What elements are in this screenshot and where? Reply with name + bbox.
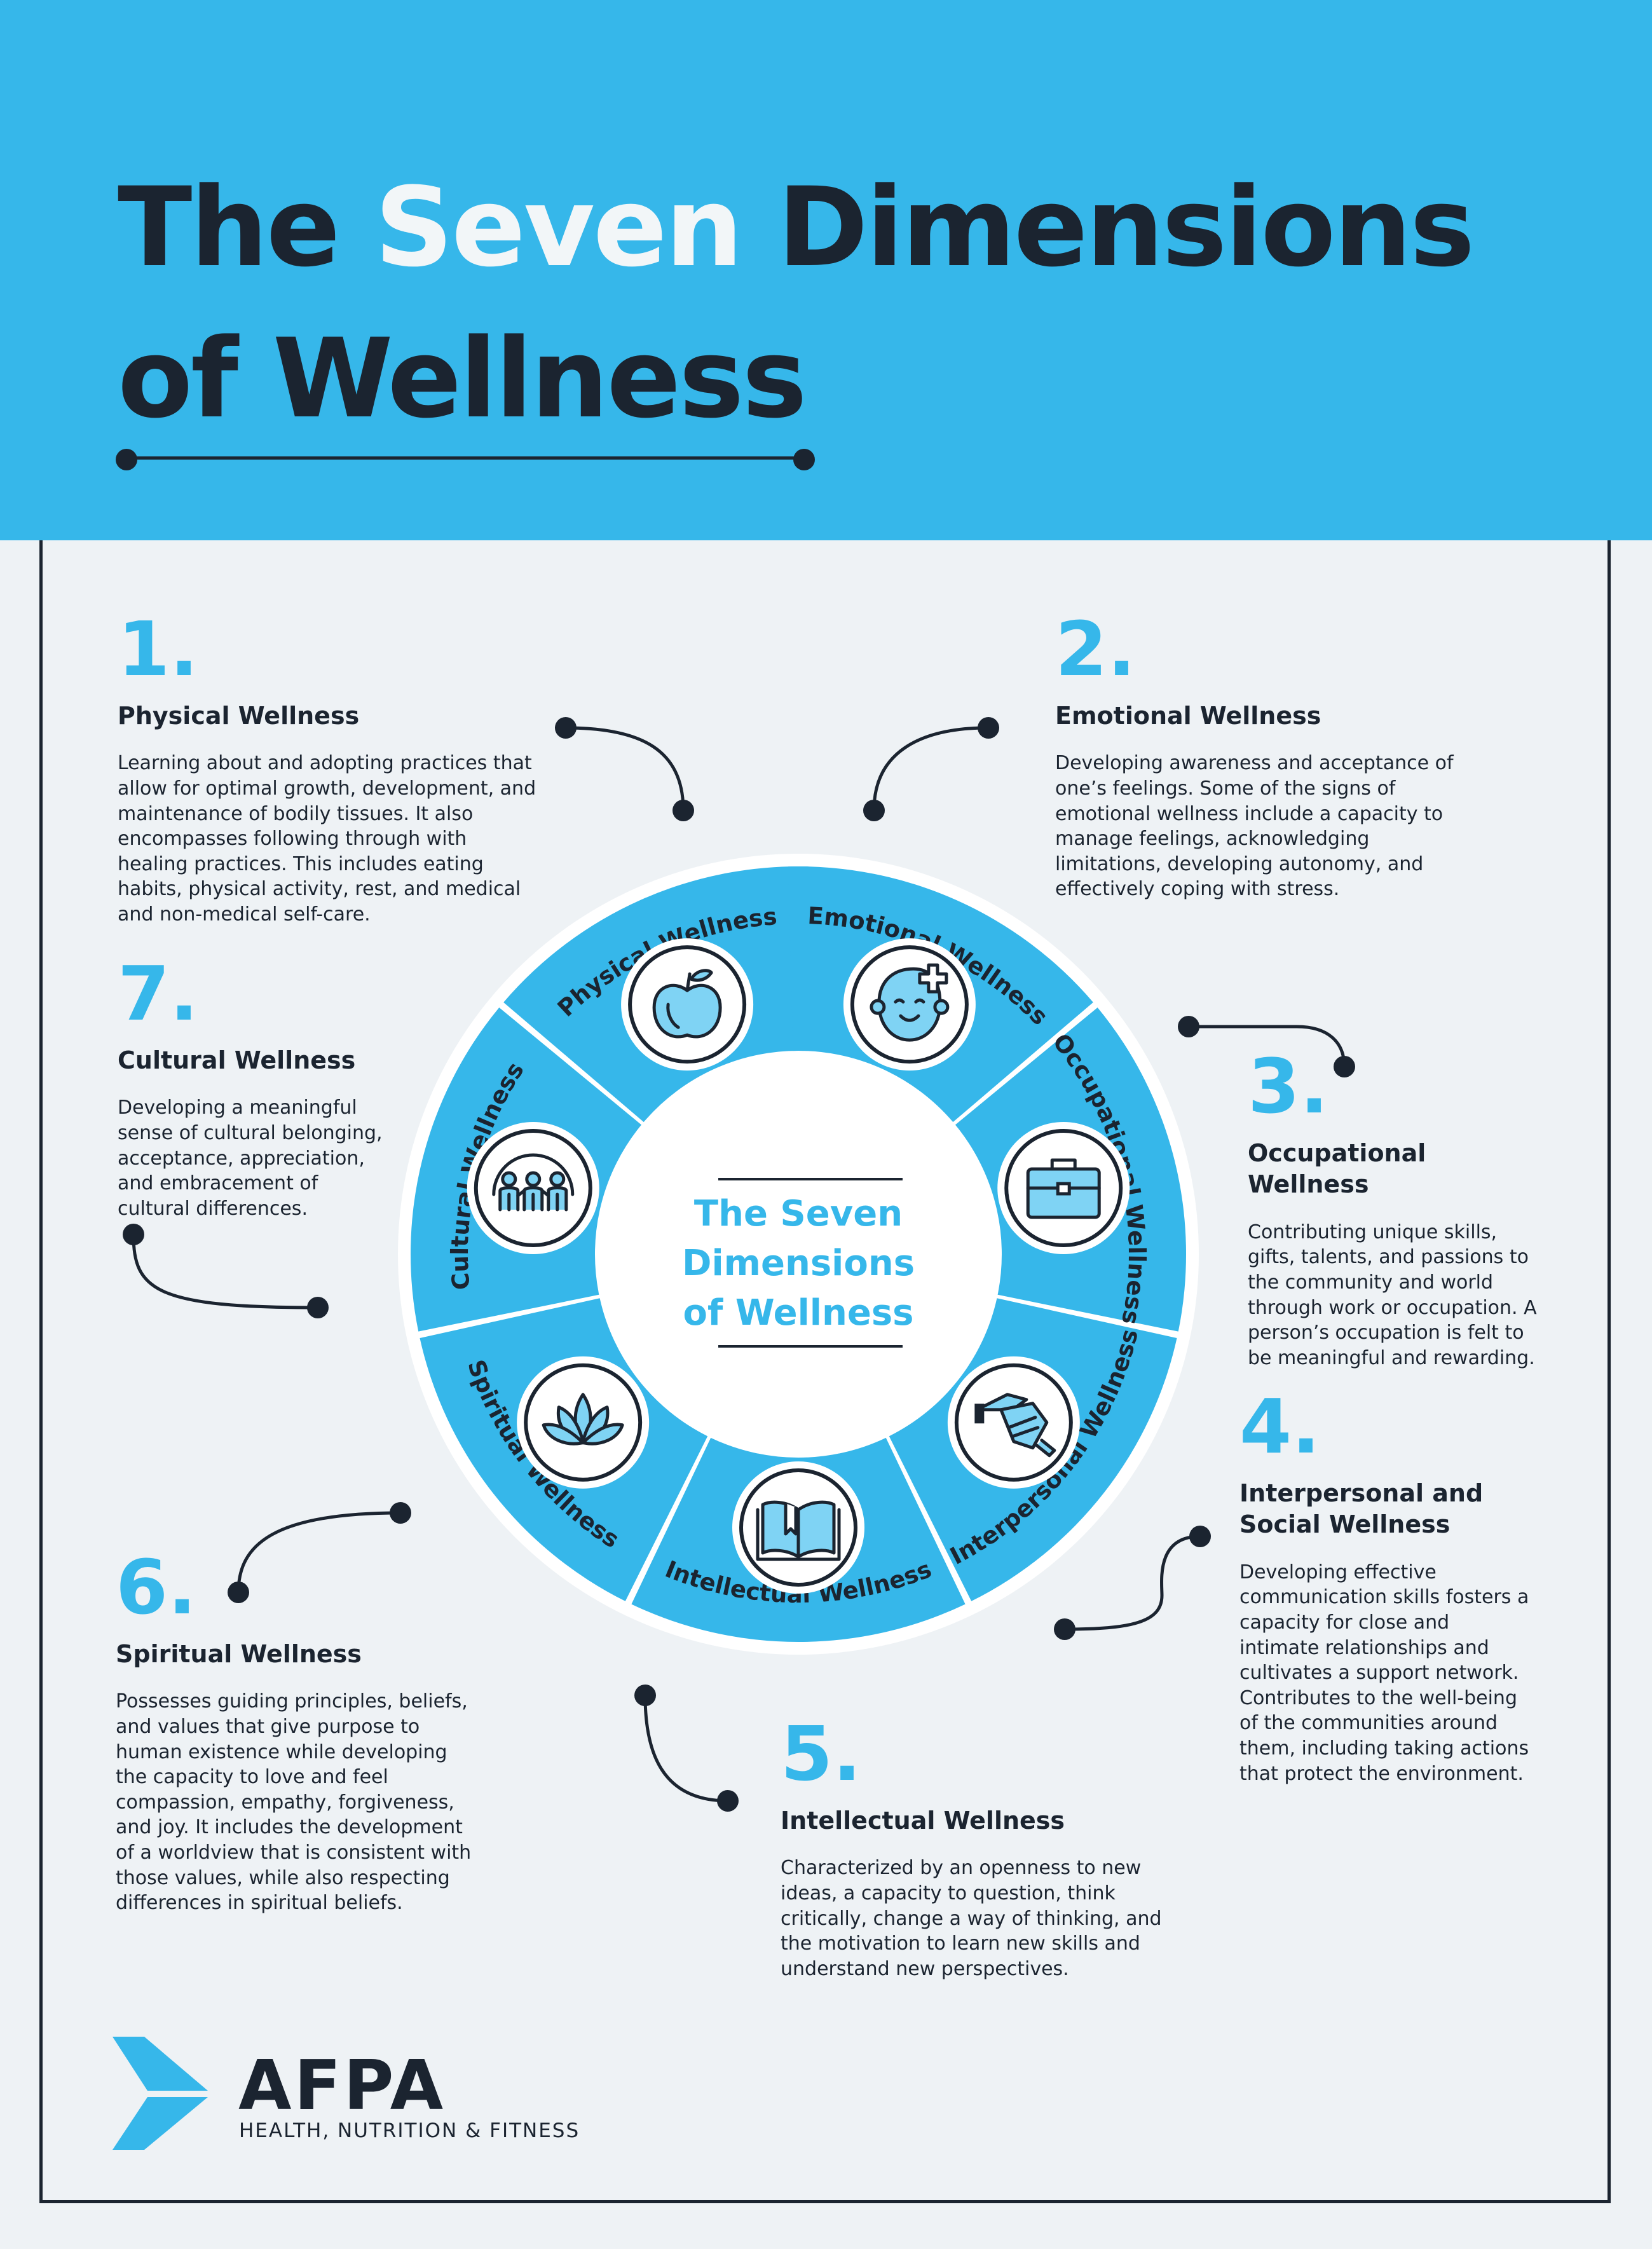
dimension-number: 4. (1239, 1383, 1320, 1470)
dimension-1: 1. Physical Wellness Learning about and … (118, 612, 537, 927)
center-title-line-3: of Wellness (683, 1292, 914, 1334)
dimension-7: 7. Cultural Wellness Developing a meanin… (118, 956, 391, 1221)
open-book-icon (732, 1461, 864, 1594)
page-title: The Seven Dimensions (118, 163, 1475, 291)
dimension-title-line-1: Interpersonal and (1239, 1479, 1484, 1507)
dimension-number: 6. (116, 1543, 196, 1631)
dimension-number: 1. (118, 605, 198, 693)
title-underline (126, 456, 805, 460)
smiling-baby-face-icon (843, 938, 976, 1071)
dimension-title-line-2: Social Wellness (1239, 1510, 1451, 1539)
center-title-line-1: The Seven (694, 1193, 903, 1234)
dimension-description: Learning about and adopting practices th… (118, 752, 536, 926)
dimension-2: 2. Emotional Wellness Developing awarene… (1055, 612, 1475, 902)
dimension-number: 5. (781, 1710, 861, 1798)
brand-name: AFPA (238, 2046, 446, 2126)
connector-dot (634, 1685, 656, 1706)
dimension-description: Developing awareness and acceptance of o… (1055, 752, 1454, 901)
dimension-description: Possesses guiding principles, beliefs, a… (116, 1690, 472, 1915)
connector-dot (390, 1502, 411, 1524)
dimension-title: Occupational Wellness (1248, 1139, 1426, 1199)
connector-dot (1178, 1016, 1199, 1037)
connector-physical (565, 726, 685, 811)
dimension-title: Intellectual Wellness (781, 1807, 1065, 1835)
dimension-number: 2. (1055, 605, 1136, 693)
connector-dot (672, 800, 694, 821)
briefcase-icon (997, 1121, 1130, 1254)
header-banner (0, 0, 1652, 540)
underline-dot (116, 449, 137, 470)
connector-dot (1334, 1056, 1355, 1077)
connector-dot (1054, 1618, 1075, 1640)
underline-dot (793, 449, 815, 470)
center-title-line-2: Dimensions (682, 1243, 915, 1284)
wheel-center-disc (601, 1057, 995, 1451)
wheel-icons (467, 938, 1130, 1594)
connector-intellectual (643, 1695, 728, 1803)
connector-dot (1189, 1526, 1211, 1547)
page-title-line-2: of Wellness (118, 315, 807, 442)
connector-dot (555, 717, 577, 739)
dimension-title: Spiritual Wellness (116, 1640, 362, 1668)
connector-interpersonal (1064, 1535, 1201, 1631)
dimension-description: Developing effective communication skill… (1239, 1561, 1529, 1785)
connector-emotional (872, 726, 989, 811)
dimension-6: 6. Spiritual Wellness Possesses guiding … (116, 1550, 472, 1916)
connector-dot (717, 1790, 739, 1812)
brand-tagline: HEALTH, NUTRITION & FITNESS (239, 2119, 580, 2142)
connector-dot (863, 800, 885, 821)
dimension-title: Emotional Wellness (1055, 702, 1321, 730)
chevron-logo-icon (113, 2037, 208, 2150)
connector-dot (123, 1224, 144, 1245)
dimension-5: 5. Intellectual Wellness Characterized b… (781, 1716, 1162, 1981)
connector-dot (978, 717, 999, 739)
connector-spiritual (236, 1511, 401, 1593)
dimension-description: Developing a meaningful sense of cultura… (118, 1097, 383, 1220)
dimension-number: 3. (1248, 1042, 1328, 1130)
group-of-people-icon (467, 1121, 599, 1254)
dimension-description: Contributing unique skills, gifts, talen… (1248, 1220, 1537, 1369)
dimension-title: Cultural Wellness (118, 1046, 356, 1074)
dimension-number: 7. (118, 950, 198, 1037)
dimension-description: Characterized by an openness to new idea… (781, 1857, 1162, 1980)
apple-icon (621, 938, 754, 1071)
connector-cultural (132, 1234, 318, 1309)
connector-dot (307, 1297, 329, 1318)
dimension-3: 3. Occupational Wellness Contributing un… (1248, 1049, 1540, 1371)
connector-dot (228, 1582, 249, 1603)
dimension-title: Physical Wellness (118, 702, 360, 730)
handshake-icon (947, 1356, 1080, 1489)
lotus-icon (517, 1356, 650, 1489)
